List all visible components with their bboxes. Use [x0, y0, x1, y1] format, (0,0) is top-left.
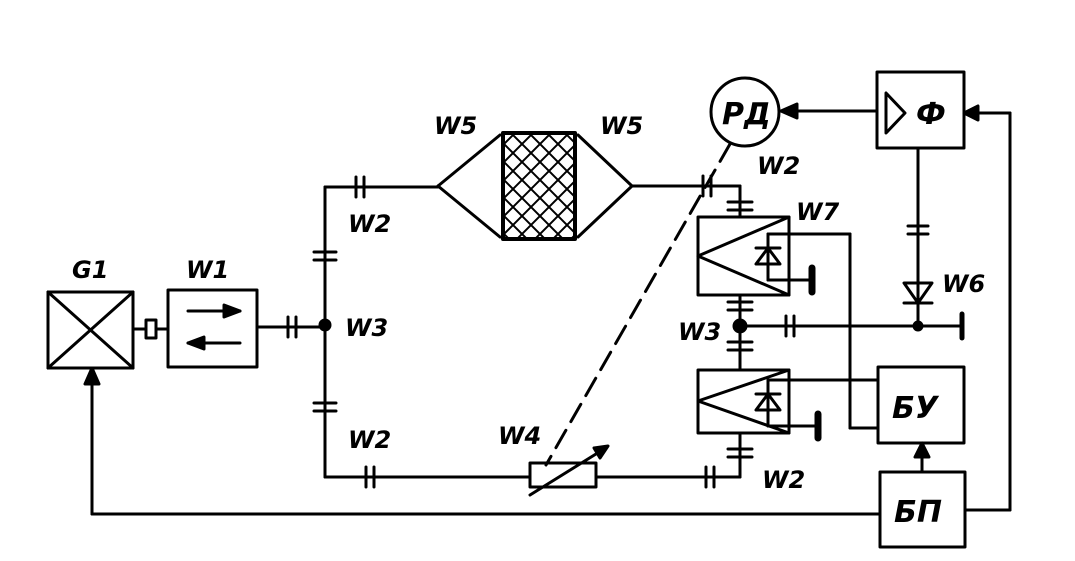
- label-w2-top-right: W2: [757, 152, 800, 180]
- coupler-left-upper: [312, 250, 338, 262]
- arrow-to-g1: [83, 366, 101, 386]
- label-g1: G1: [72, 256, 108, 284]
- labels: G1 W1 W3 W2 W2 W5 W5 W4 W2 W7 W3 W2 W6 Р…: [72, 97, 985, 530]
- coupler-w1-w3: [286, 315, 298, 339]
- coupler-bottom-left: [364, 465, 376, 489]
- arrow-to-phase: [962, 104, 980, 122]
- label-w2-bottom-left: W2: [348, 426, 391, 454]
- detector-w7-upper: [696, 215, 880, 430]
- detector-w7-lower: [696, 368, 880, 442]
- diode-w6: [902, 281, 934, 305]
- phase-shifter-mark: [906, 224, 930, 236]
- label-bu: БУ: [892, 391, 940, 426]
- label-phase: Ф: [916, 97, 946, 132]
- label-bp: БП: [894, 495, 942, 530]
- label-w3-left: W3: [345, 314, 388, 342]
- attenuator-w4: [528, 444, 610, 497]
- recorder-rd: [709, 76, 781, 148]
- coupler-w3-w6: [784, 314, 796, 338]
- horn-w5-right: [576, 133, 634, 239]
- arrow-to-rd: [779, 102, 799, 120]
- label-w2-top-left: W2: [348, 210, 391, 238]
- label-w6: W6: [942, 270, 985, 298]
- label-w1: W1: [186, 256, 229, 284]
- label-w3-right: W3: [678, 318, 721, 346]
- label-w7: W7: [796, 198, 839, 226]
- isolator-w1: [166, 288, 259, 369]
- coupler-w2-bottom-right: [726, 447, 754, 459]
- label-w5-right: W5: [600, 112, 643, 140]
- label-w4: W4: [498, 422, 541, 450]
- coupler-bottom-right: [704, 465, 716, 489]
- arrow-bp-to-bu: [913, 441, 931, 459]
- label-w2-bottom-right: W2: [762, 466, 805, 494]
- coupler-w3-lower: [726, 340, 754, 352]
- coupler-w2-top-right: [726, 200, 754, 212]
- coupler-left-lower: [312, 401, 338, 413]
- sample-hatched: [501, 131, 577, 241]
- mechanical-link-dashed: [544, 142, 732, 467]
- coupler-top-left: [354, 175, 366, 199]
- horn-w5-left: [436, 133, 502, 239]
- label-rd: РД: [722, 97, 771, 132]
- generator-g1: [46, 290, 135, 370]
- label-w5-left: W5: [434, 112, 477, 140]
- coupler-w3-upper: [726, 300, 754, 312]
